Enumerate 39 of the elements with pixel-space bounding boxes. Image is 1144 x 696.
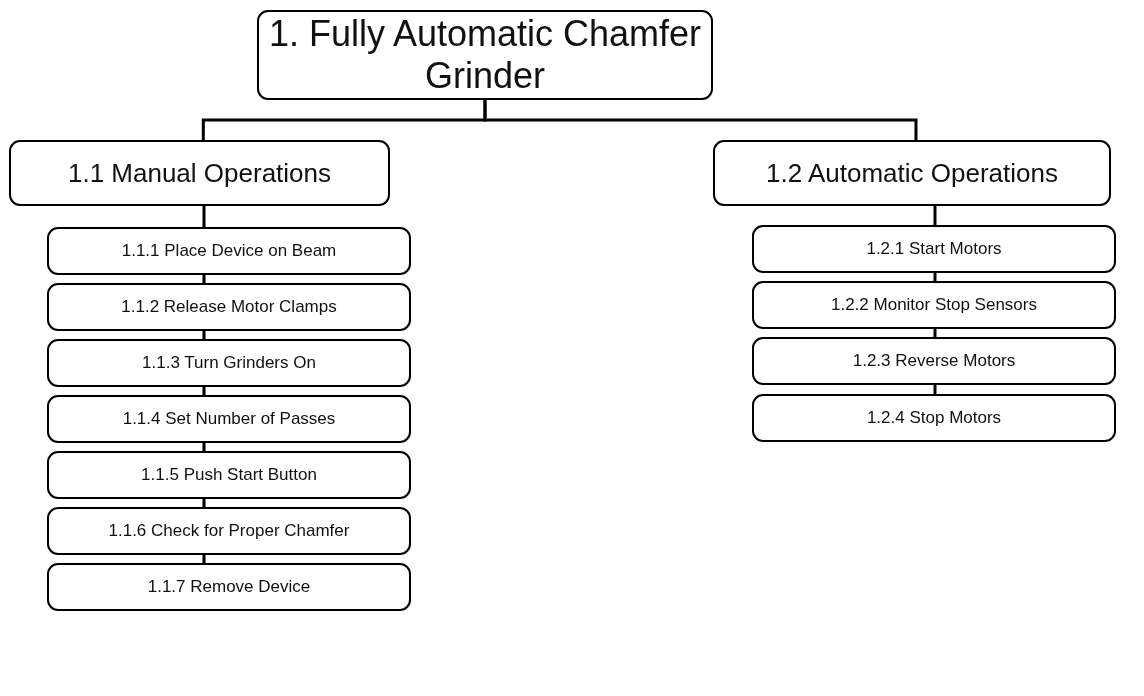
node-label: 1.1.6 Check for Proper Chamfer	[108, 521, 350, 541]
connector-line	[202, 499, 206, 507]
process-box	[47, 283, 411, 331]
connector-line	[202, 443, 206, 451]
node-label: 1.1.5 Push Start Button	[141, 465, 317, 485]
process-box	[713, 140, 1111, 206]
node-label: 1.1 Manual Operations	[67, 157, 331, 189]
connector-line	[933, 329, 937, 337]
node-label: 1.1.1 Place Device on Beam	[121, 241, 337, 261]
node-label: 1.1.4 Set Number of Passes	[122, 409, 336, 429]
process-box	[47, 563, 411, 611]
connector-line	[933, 273, 937, 281]
process-box	[47, 339, 411, 387]
node-label: 1.2.3 Reverse Motors	[852, 351, 1016, 371]
process-box	[752, 281, 1116, 329]
connector-line	[202, 206, 206, 227]
connector-line	[202, 387, 206, 395]
connector-line	[202, 555, 206, 563]
connector-line	[202, 275, 206, 283]
connector-line	[202, 331, 206, 339]
process-box	[47, 395, 411, 443]
connector-line	[483, 100, 918, 140]
node-label: 1.1.7 Remove Device	[147, 577, 311, 597]
process-box	[47, 507, 411, 555]
node-label: 1.2.2 Monitor Stop Sensors	[831, 295, 1037, 315]
node-label: 1.2.4 Stop Motors	[866, 408, 1002, 428]
node-label: 1. Fully Automatic Chamfer Grinder	[267, 13, 703, 97]
process-box	[9, 140, 390, 206]
process-box	[752, 337, 1116, 385]
node-label: 1.2.1 Start Motors	[866, 239, 1002, 259]
process-box	[752, 394, 1116, 442]
process-box	[752, 225, 1116, 273]
node-label: 1.1.3 Turn Grinders On	[142, 353, 316, 373]
node-label: 1.2 Automatic Operations	[766, 157, 1058, 189]
node-label: 1.1.2 Release Motor Clamps	[121, 297, 337, 317]
process-box	[47, 227, 411, 275]
connector-line	[933, 206, 937, 225]
connector-line	[933, 385, 937, 394]
process-box	[47, 451, 411, 499]
